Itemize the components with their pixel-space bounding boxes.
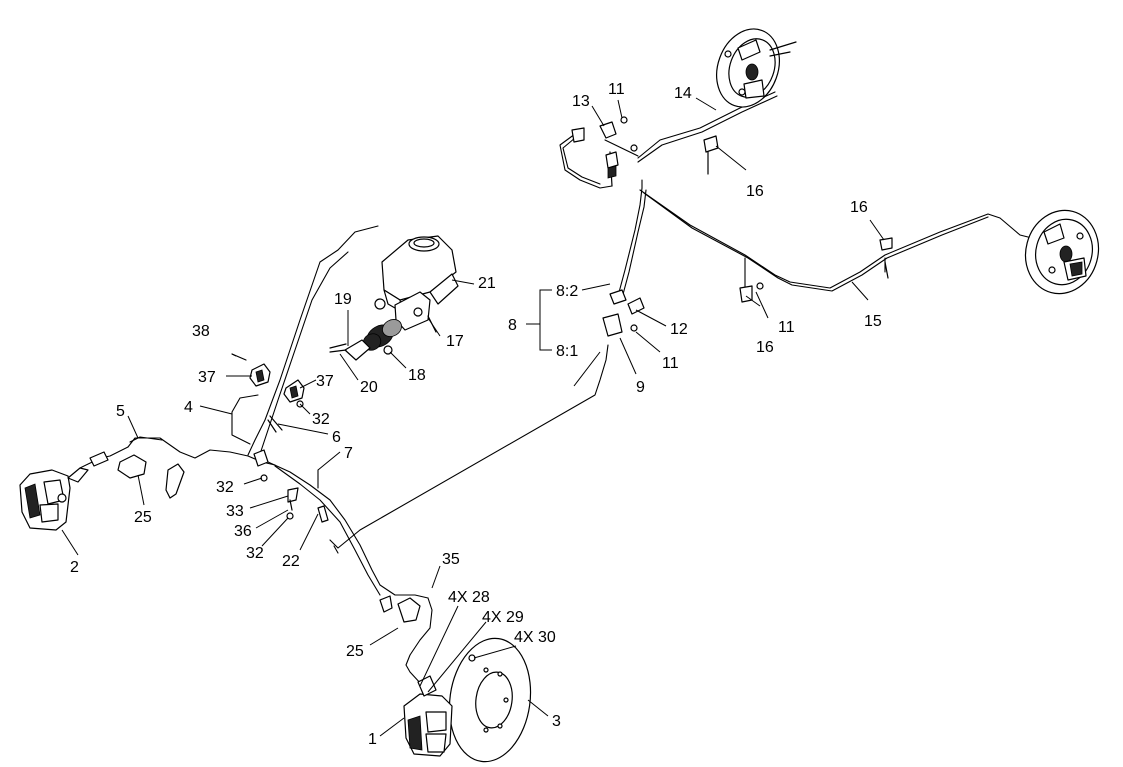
callout-20: 20 xyxy=(360,379,378,396)
callout-11-top: 11 xyxy=(608,81,625,98)
rear-brake-hose-8-2 xyxy=(617,179,643,297)
callout-8-1: 8:1 xyxy=(556,343,578,360)
callout-36: 36 xyxy=(234,523,252,540)
callout-25-left: 25 xyxy=(134,509,152,526)
front-crossover-line xyxy=(127,437,276,466)
callout-15: 15 xyxy=(864,313,882,330)
line-clips xyxy=(703,135,893,303)
callout-14: 14 xyxy=(674,85,692,102)
callout-35: 35 xyxy=(442,551,460,568)
brake-lines xyxy=(79,91,1041,686)
callout-32-lower: 32 xyxy=(246,545,264,562)
callout-33: 33 xyxy=(226,503,244,520)
callout-16-lower: 16 xyxy=(756,339,774,356)
junction-blocks xyxy=(231,353,329,523)
callout-7: 7 xyxy=(344,445,353,462)
right-front-brake-line xyxy=(267,461,429,599)
callout-1: 1 xyxy=(368,731,377,748)
rear-tee-fitting xyxy=(602,289,645,337)
callout-6: 6 xyxy=(332,429,341,446)
left-front-caliper xyxy=(19,451,109,531)
upper-tee-bracket xyxy=(571,116,638,187)
callout-18: 18 xyxy=(408,367,426,384)
callout-22: 22 xyxy=(282,553,300,570)
callout-4x29: 4X 29 xyxy=(482,609,524,626)
callout-8-2: 8:2 xyxy=(556,283,578,300)
callout-9: 9 xyxy=(636,379,645,396)
callout-38: 38 xyxy=(192,323,210,340)
brake-rotor xyxy=(448,637,532,763)
callout-37-right: 37 xyxy=(316,373,334,390)
callout-17: 17 xyxy=(446,333,464,350)
callout-19: 19 xyxy=(334,291,352,308)
rear-brake-line-8-1 xyxy=(329,344,609,549)
callout-4: 4 xyxy=(184,399,193,416)
callout-37-left: 37 xyxy=(198,369,216,386)
callout-16-right: 16 xyxy=(850,199,868,216)
callout-25-right: 25 xyxy=(346,643,364,660)
callout-11-tee: 11 xyxy=(662,355,679,372)
callout-16-upper: 16 xyxy=(746,183,764,200)
right-front-caliper-rotor xyxy=(379,595,532,763)
callout-32-upper: 32 xyxy=(312,411,330,428)
callout-5: 5 xyxy=(116,403,125,420)
right-rear-drum-brake xyxy=(1024,209,1100,295)
callout-4x30: 4X 30 xyxy=(514,629,556,646)
callout-3: 3 xyxy=(552,713,561,730)
callout-32-mid: 32 xyxy=(216,479,234,496)
callout-2: 2 xyxy=(70,559,79,576)
callout-4x28: 4X 28 xyxy=(448,589,490,606)
callout-8: 8 xyxy=(508,317,517,334)
left-hose-bracket xyxy=(117,454,185,499)
callout-12: 12 xyxy=(670,321,688,338)
upper-rear-drum-brake xyxy=(716,28,797,108)
callout-13: 13 xyxy=(572,93,590,110)
master-cylinder-assembly xyxy=(329,235,459,361)
callout-21: 21 xyxy=(478,275,496,292)
leader-lines xyxy=(61,97,885,737)
master-cylinder-line-4 xyxy=(247,225,379,456)
rear-brake-line-15 xyxy=(639,189,1041,289)
callout-labels: 2 25 5 4 38 37 37 32 6 7 32 33 36 32 22 … xyxy=(70,81,882,748)
callout-11-right: 11 xyxy=(778,319,795,336)
